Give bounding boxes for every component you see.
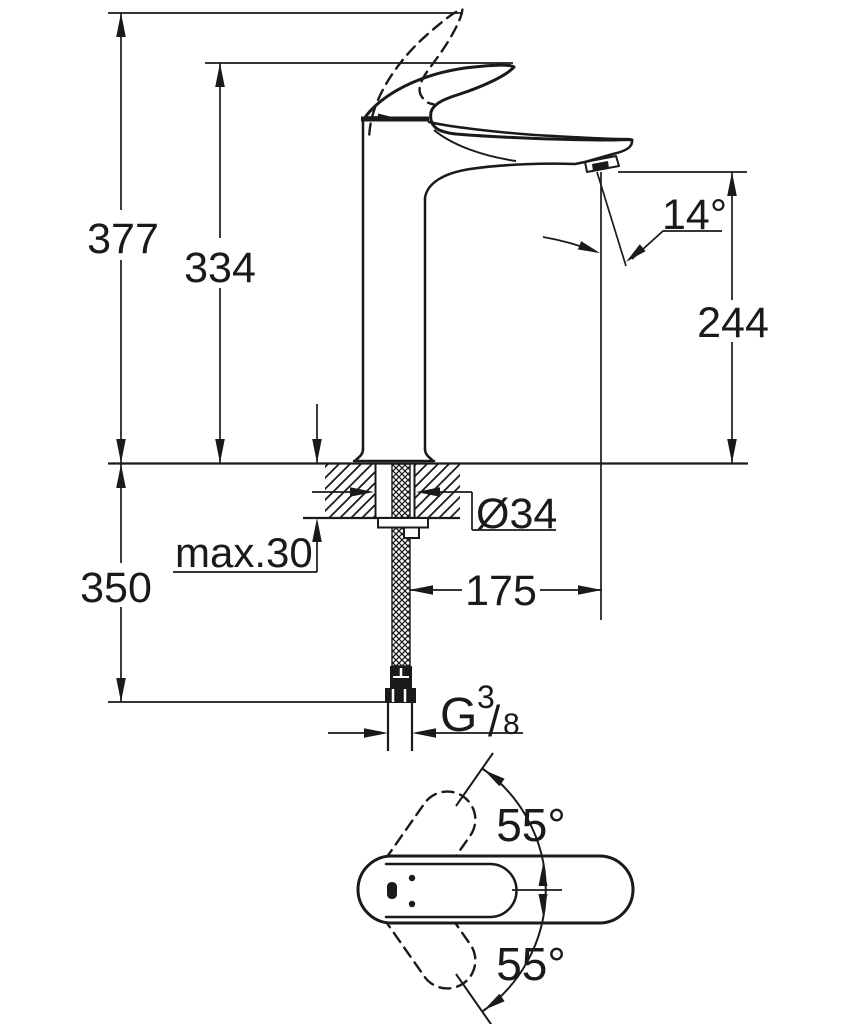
arrow-377-top xyxy=(116,13,126,37)
arrow-g38-left xyxy=(364,728,388,738)
thread-size-denominator: 8 xyxy=(503,708,520,741)
dim-spray-angle-label: 14° xyxy=(662,191,727,239)
hose-hex-nut xyxy=(385,688,416,703)
faucet-front-view xyxy=(352,8,634,463)
aerator-outlet xyxy=(592,161,609,171)
handle-lever-outline xyxy=(364,63,634,142)
swivel-angle-lower-label: 55° xyxy=(496,938,566,990)
thread-size-numerator: 3 xyxy=(477,679,495,715)
spout-underside xyxy=(423,160,587,200)
dim-shank-diameter-label: Ø34 xyxy=(476,490,557,538)
dim-outlet-height-label: 244 xyxy=(697,299,769,347)
arrow-244-top xyxy=(727,172,737,196)
arrow-handle-swing xyxy=(378,113,392,121)
body-column xyxy=(361,120,427,451)
dim-hose-length-label: 350 xyxy=(80,564,152,612)
thread-size-slash: / xyxy=(488,697,501,746)
swivel-tick-lines xyxy=(455,752,494,1024)
connection-tube xyxy=(386,703,414,751)
arrow-hole-left xyxy=(350,487,374,497)
thread-size-prefix: G xyxy=(440,689,477,742)
arrowheads xyxy=(116,13,737,1010)
handle-raised-outline-dashed xyxy=(368,8,464,136)
mounting-washer xyxy=(377,517,429,529)
arrow-hole-right xyxy=(416,487,440,497)
arrow-leader14 xyxy=(626,244,646,262)
aerator-housing xyxy=(584,155,620,173)
arrow-175-right xyxy=(578,585,602,595)
arrow-175-left xyxy=(409,585,433,595)
dim-spout-height-label: 334 xyxy=(184,244,256,292)
arrow-max30-top xyxy=(312,439,322,463)
arrow-swivel-upper-edge xyxy=(538,864,548,886)
spout-top-edge xyxy=(427,120,634,142)
dim-deck-thickness-label: max.30 xyxy=(175,529,313,576)
arrow-swivel-upper-tick xyxy=(484,770,505,787)
base-flange xyxy=(352,447,436,463)
arrow-g38-right xyxy=(412,728,436,738)
arrow-334-top xyxy=(215,63,225,87)
arrow-max30-bottom xyxy=(312,518,322,542)
flow-angle-line xyxy=(596,171,627,267)
threaded-shank-and-hose xyxy=(391,463,411,667)
dim-overall-height-label: 377 xyxy=(87,215,159,263)
dimension-labels: 377 334 14° 244 Ø34 max.30 350 175 G 3 /… xyxy=(80,191,769,990)
leader-max30 xyxy=(173,542,318,573)
mounting-hole-walls xyxy=(374,464,416,518)
faucet-top-view xyxy=(356,752,635,1024)
arrow-377-bottom xyxy=(116,439,126,463)
arrow-334-bottom xyxy=(215,439,225,463)
arrow-arc14 xyxy=(577,241,600,253)
spout-tip xyxy=(583,138,634,164)
arrow-350-bottom xyxy=(116,678,126,702)
spout-inner-line xyxy=(433,129,517,162)
mounting-nut xyxy=(403,526,420,539)
cold-dot-marker xyxy=(408,900,416,908)
lever-end-marker xyxy=(387,882,397,899)
hot-dot-marker xyxy=(408,874,416,882)
arrow-swivel-lower-edge xyxy=(538,894,548,916)
hose-hex-facets xyxy=(391,689,407,702)
arrow-350-top xyxy=(116,464,126,488)
swivel-angle-upper-label: 55° xyxy=(496,799,566,851)
body-top-outline xyxy=(356,854,635,925)
dim-spout-reach-label: 175 xyxy=(465,567,537,615)
arrow-244-bottom xyxy=(727,439,737,463)
arrow-swivel-lower-tick xyxy=(484,993,505,1010)
